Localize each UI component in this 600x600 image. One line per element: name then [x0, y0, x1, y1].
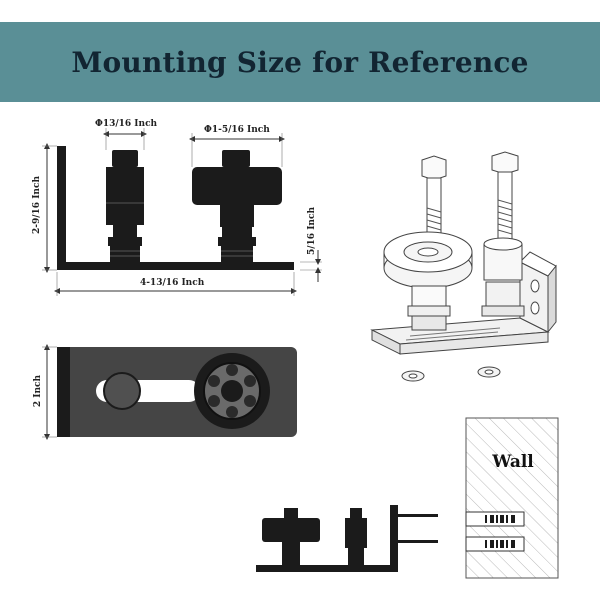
length-label: 4-13/16 Inch	[140, 278, 205, 288]
top-view	[42, 344, 297, 440]
l-bracket-front	[57, 146, 294, 270]
base-thickness-label: 5/16 Inch	[307, 207, 317, 255]
isometric-view	[370, 151, 557, 382]
wall-label: Wall	[492, 452, 534, 472]
wall-installation	[256, 417, 559, 579]
small-roller-diameter-label: Φ13/16 Inch	[95, 119, 158, 129]
small-roller-front	[106, 150, 144, 262]
large-roller-front	[192, 150, 282, 262]
large-roller-diameter-label: Φ1-5/16 Inch	[204, 125, 270, 135]
height-label: 2-9/16 Inch	[32, 176, 42, 234]
front-view	[42, 128, 322, 296]
width-label: 2 Inch	[33, 374, 43, 408]
banner-title: Mounting Size for Reference	[71, 45, 529, 79]
title-banner: Mounting Size for Reference	[0, 22, 600, 102]
